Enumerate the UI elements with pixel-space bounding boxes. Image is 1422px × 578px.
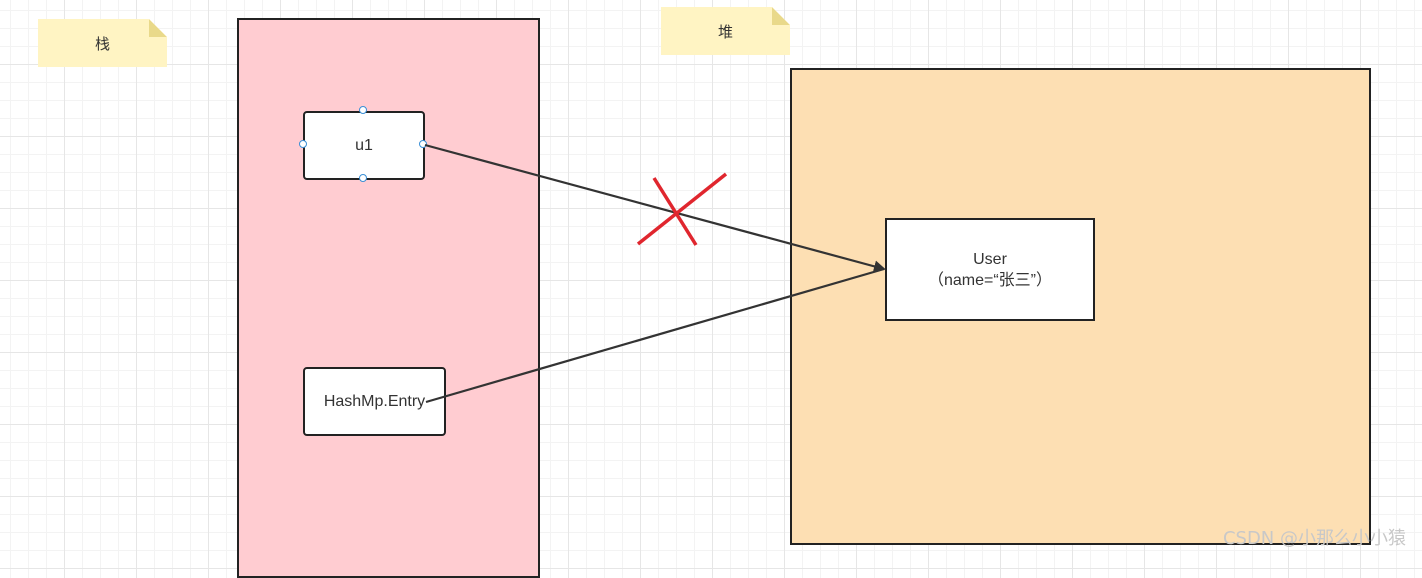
u1-label: u1 [355, 136, 373, 154]
hashmap-entry-label: HashMp.Entry [323, 392, 426, 410]
stack-note-label: 栈 [94, 35, 110, 53]
heap-note: 堆 [661, 7, 790, 55]
user-object-title: User [973, 250, 1007, 268]
user-object-node[interactable]: User （name=“张三”） [885, 218, 1095, 321]
heap-note-label: 堆 [717, 23, 733, 41]
user-object-field: （name=“张三”） [927, 271, 1053, 289]
selection-handle-left[interactable] [299, 140, 307, 148]
selection-handle-right[interactable] [419, 140, 427, 148]
hashmap-entry-node[interactable]: HashMp.Entry [303, 367, 446, 436]
selection-handle-bottom[interactable] [359, 174, 367, 182]
cross-mark-icon [636, 172, 728, 246]
connectors-layer [424, 143, 886, 404]
selection-handle-top[interactable] [359, 106, 367, 114]
entry-to-user-arrow[interactable] [425, 267, 885, 404]
watermark: CSDN @小那么小小猿 [1222, 528, 1406, 549]
u1-to-user-arrow[interactable] [424, 143, 886, 273]
